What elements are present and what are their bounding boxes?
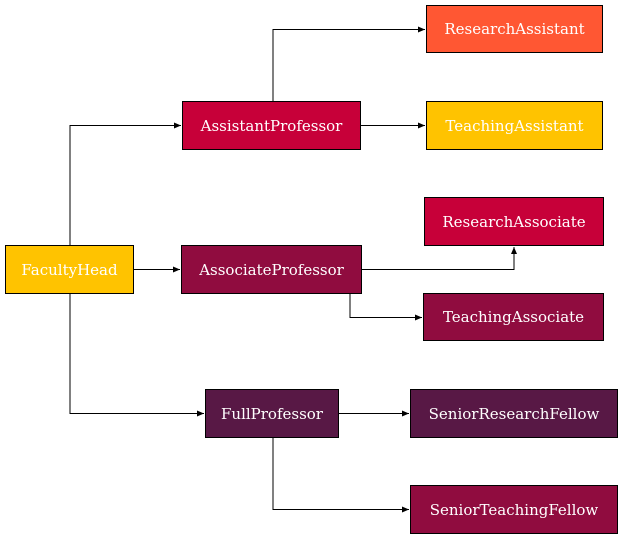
node-label: TeachingAssistant (445, 116, 584, 135)
edge-associate-professor-to-research-associate (362, 247, 517, 270)
node-senior-teaching-fellow: SeniorTeachingFellow (410, 485, 618, 534)
node-senior-research-fellow: SeniorResearchFellow (410, 389, 618, 438)
edge-assistant-professor-to-research-assistant (272, 26, 425, 101)
node-label: AssistantProfessor (200, 116, 343, 135)
node-teaching-assistant: TeachingAssistant (426, 101, 603, 150)
node-label: AssociateProfessor (199, 260, 344, 279)
edge-full-professor-to-senior-teaching-fellow (272, 438, 409, 513)
node-teaching-associate: TeachingAssociate (423, 293, 604, 341)
node-research-assistant: ResearchAssistant (426, 5, 603, 53)
node-faculty-head: FacultyHead (5, 245, 134, 294)
node-research-associate: ResearchAssociate (424, 197, 604, 246)
node-label: ResearchAssistant (444, 20, 585, 38)
node-label: FullProfessor (221, 404, 323, 423)
node-full-professor: FullProfessor (205, 389, 339, 438)
edge-associate-professor-to-teaching-associate (349, 294, 422, 321)
edge-faculty-head-to-full-professor (69, 294, 204, 417)
node-associate-professor: AssociateProfessor (181, 245, 362, 294)
node-assistant-professor: AssistantProfessor (182, 101, 361, 150)
edge-faculty-head-to-assistant-professor (69, 122, 181, 245)
node-label: SeniorResearchFellow (428, 404, 600, 423)
node-label: SeniorTeachingFellow (429, 500, 599, 519)
node-label: ResearchAssociate (442, 212, 586, 231)
node-label: TeachingAssociate (442, 308, 585, 326)
node-label: FacultyHead (21, 260, 118, 279)
